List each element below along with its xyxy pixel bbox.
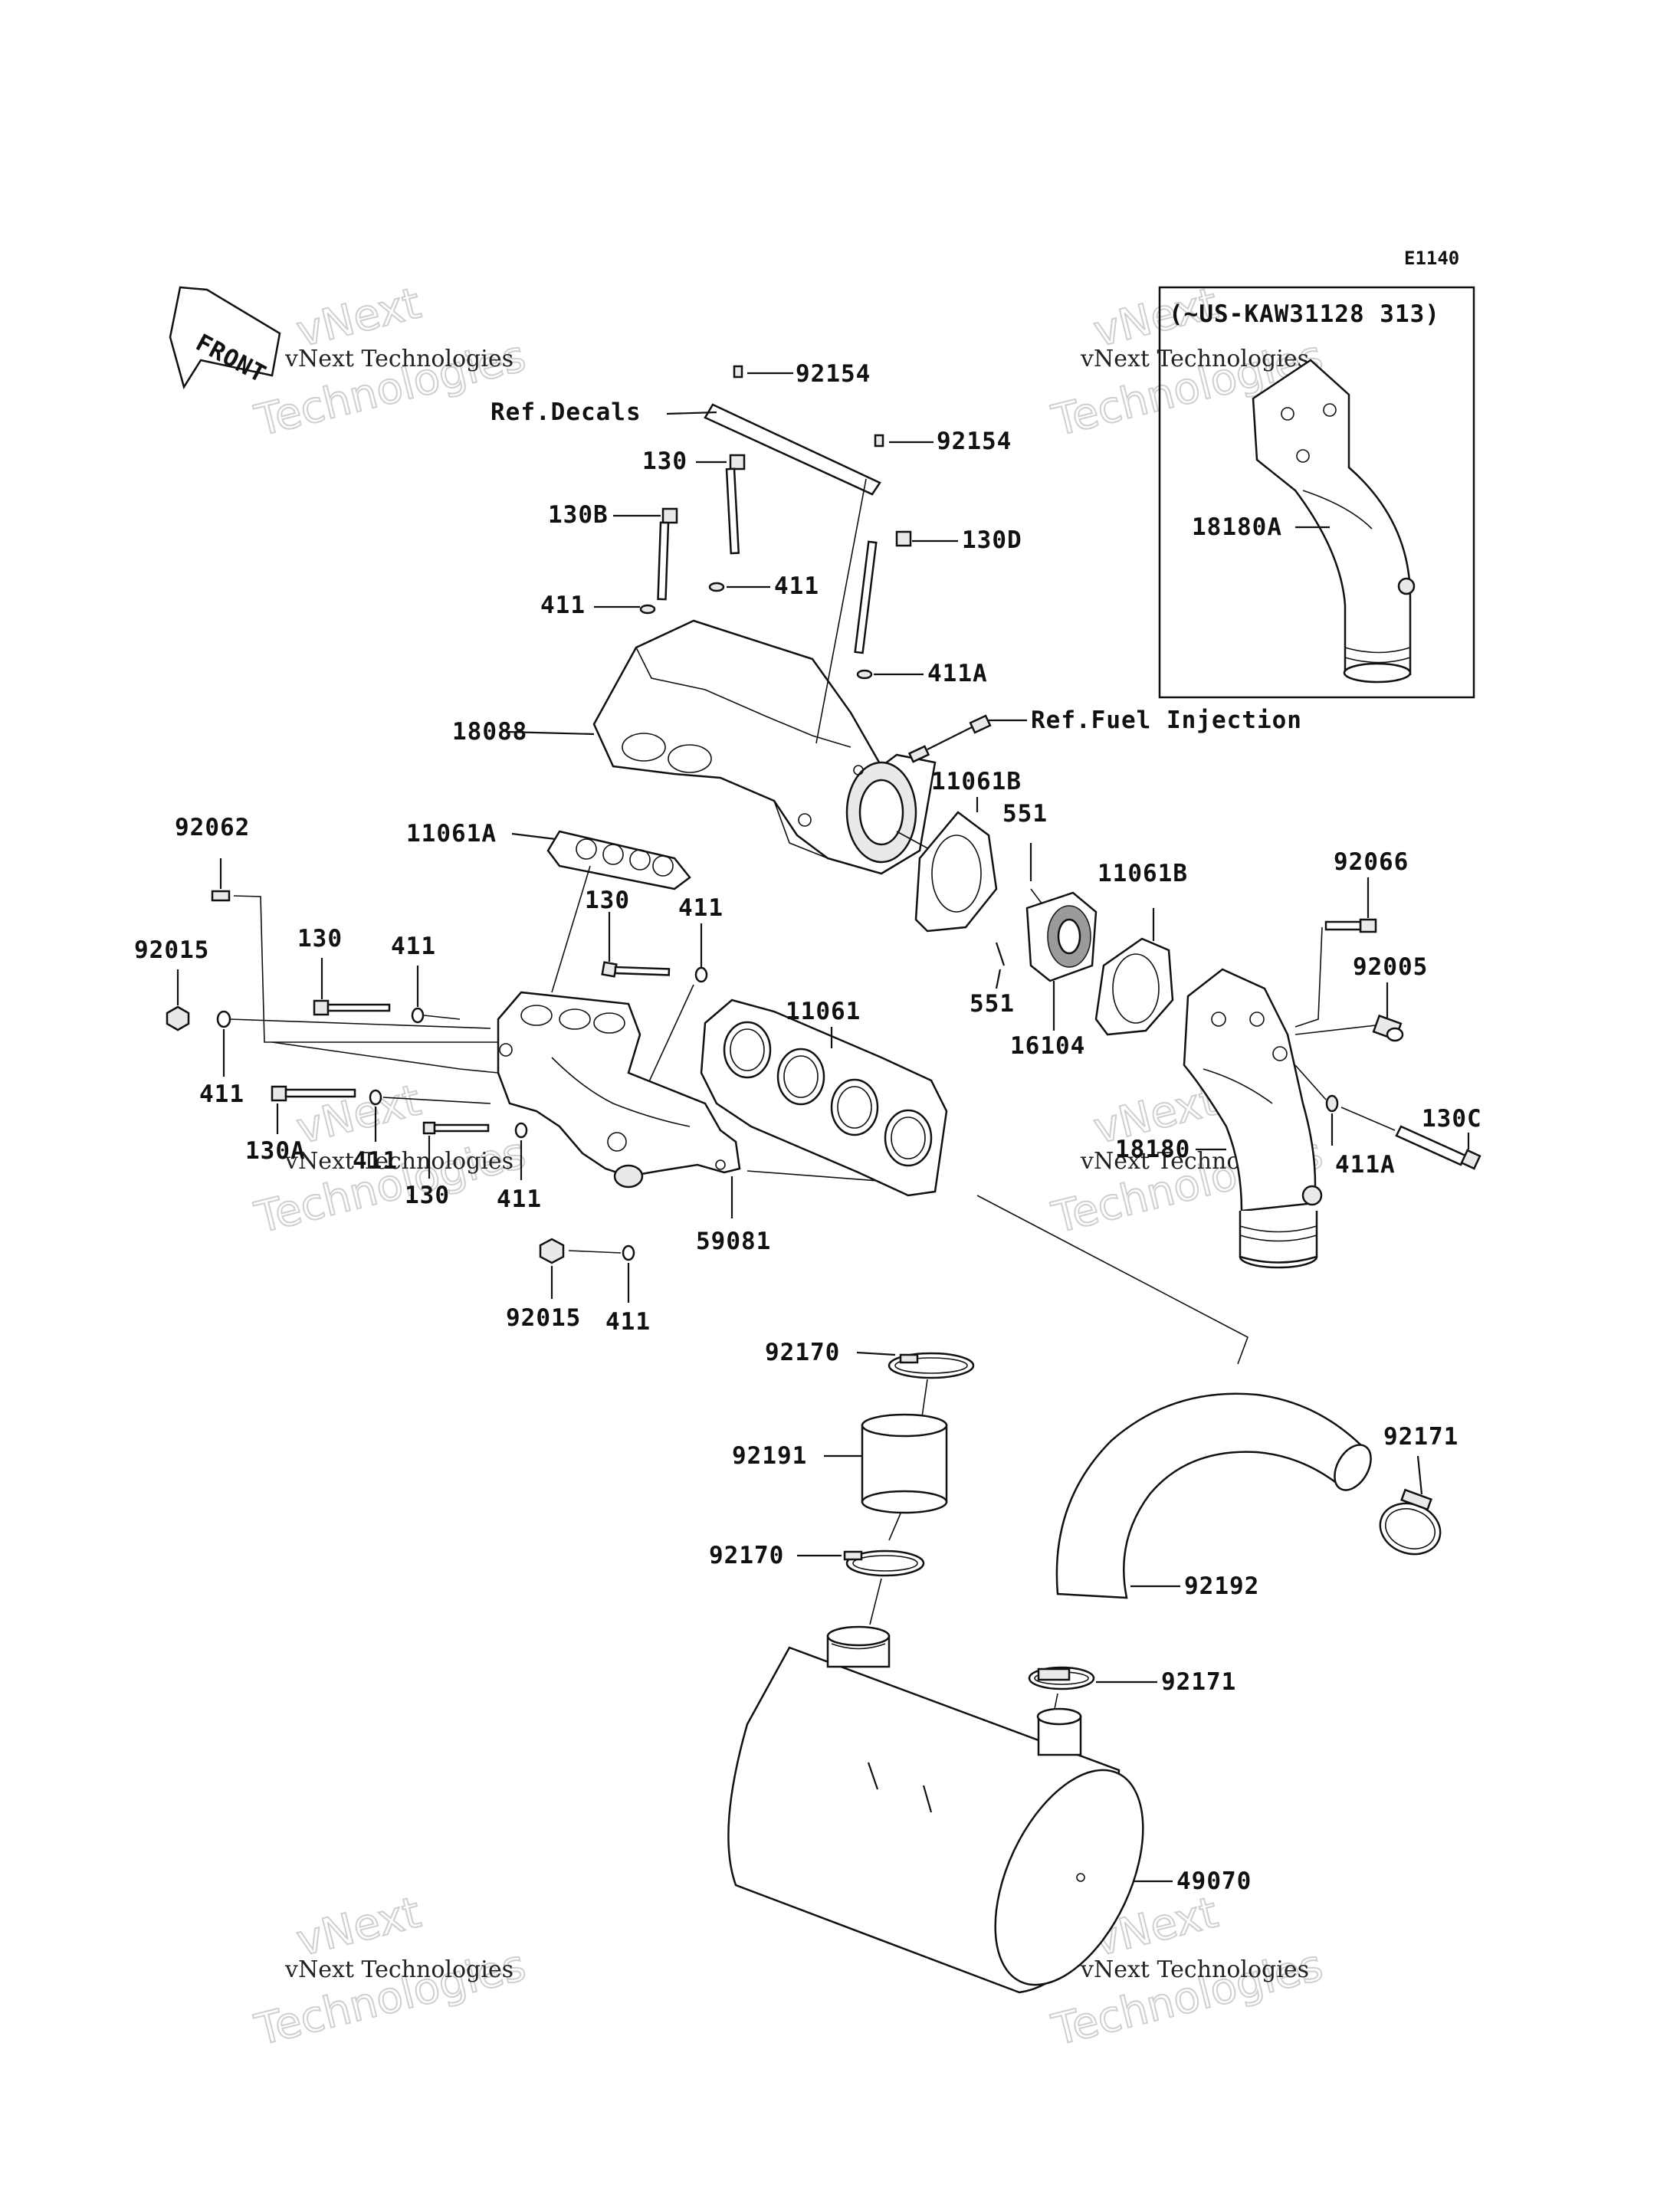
bolt-130 (313, 999, 391, 1016)
gasket-11061B (1094, 937, 1174, 1036)
label-11061: 11061 (786, 998, 861, 1025)
label-551: 551 (970, 990, 1015, 1018)
valve-16104 (1025, 891, 1098, 982)
hose-92192 (1055, 1392, 1372, 1599)
label-411: 411 (774, 572, 819, 600)
label-551: 551 (1002, 800, 1048, 828)
washer-411 (622, 1244, 635, 1261)
label-130B: 130B (548, 501, 609, 529)
label-130A: 130A (245, 1137, 306, 1165)
watermark-vnext: vNext (292, 1075, 425, 1154)
front-arrow-icon: FRONT (169, 286, 281, 390)
label-18088: 18088 (452, 718, 527, 746)
bolt-130 (725, 454, 746, 555)
bolt-130A (271, 1085, 356, 1102)
label-411: 411 (353, 1147, 398, 1175)
label-92005: 92005 (1353, 953, 1428, 981)
bolt-92066 (1324, 918, 1377, 933)
watermark-caption: vNext Technologies (284, 1148, 514, 1175)
label-11061A: 11061A (406, 820, 497, 848)
gasket-11061 (700, 998, 948, 1197)
label-92062: 92062 (175, 814, 250, 841)
label-130: 130 (642, 448, 687, 475)
label-18180A: 18180A (1192, 513, 1282, 541)
label-49070: 49070 (1176, 1867, 1252, 1895)
washer-411 (369, 1089, 382, 1106)
label-11061B: 11061B (931, 768, 1022, 795)
stud-92062 (211, 890, 231, 902)
sleeve-92191 (861, 1413, 948, 1514)
label-92170: 92170 (765, 1339, 840, 1366)
watermark-caption: vNext Technologies (1080, 346, 1309, 372)
label-ref-decals: Ref.Decals (491, 398, 641, 426)
muffler-49070 (727, 1625, 1144, 1994)
label-11061B: 11061B (1098, 860, 1188, 887)
pin-551 (995, 942, 1006, 966)
label-411: 411 (540, 592, 586, 619)
exhaust-manifold-59081 (497, 991, 741, 1189)
nut-92015 (539, 1238, 565, 1264)
label-92154: 92154 (796, 360, 871, 388)
label-130C: 130C (1422, 1105, 1482, 1133)
label-411: 411 (391, 933, 436, 960)
bolt-130 (422, 1121, 490, 1135)
label-18180: 18180 (1115, 1136, 1190, 1163)
washer-411 (694, 966, 708, 983)
label-92015: 92015 (506, 1304, 581, 1332)
label-92154: 92154 (937, 428, 1012, 455)
gasket-11061B (914, 811, 998, 933)
label-92066: 92066 (1334, 848, 1409, 876)
elbow-pipe-18180 (1183, 968, 1323, 1269)
label-92191: 92191 (732, 1442, 807, 1470)
sensor-lead (907, 714, 1027, 763)
label-130: 130 (405, 1182, 450, 1209)
washer-411 (708, 582, 725, 592)
washer-411 (514, 1122, 528, 1139)
clamp-92170 (843, 1549, 925, 1577)
washer-411 (639, 604, 656, 615)
washer-411 (216, 1010, 231, 1028)
watermark-caption: vNext Technologies (1080, 1956, 1309, 1983)
label-59081: 59081 (696, 1228, 771, 1255)
label-92192: 92192 (1184, 1572, 1259, 1600)
washer-411A (1325, 1094, 1339, 1113)
clamp-92171 (1379, 1488, 1442, 1556)
label-411A: 411A (1335, 1151, 1396, 1179)
fitting-92005 (1372, 1014, 1404, 1042)
label-130: 130 (585, 887, 630, 914)
label-16104: 16104 (1010, 1032, 1085, 1060)
label-411: 411 (199, 1080, 244, 1108)
gasket-11061A (546, 830, 691, 890)
bolt-130C (1395, 1125, 1481, 1170)
diagram-code: E1140 (1404, 248, 1459, 269)
label-411: 411 (605, 1308, 651, 1336)
label-130D: 130D (962, 526, 1022, 554)
bolt-130D (854, 530, 912, 654)
label-411A: 411A (927, 660, 988, 687)
washer-411A (856, 669, 873, 680)
clamp-92171 (1028, 1666, 1095, 1690)
variant-note: (~US-KAW31128 313) (1169, 300, 1440, 328)
bolt-130 (601, 961, 671, 978)
label-130: 130 (297, 925, 343, 953)
bolt-130B (657, 507, 678, 601)
label-92170: 92170 (709, 1542, 784, 1569)
nut-92015 (166, 1005, 190, 1031)
watermark-vnext: vNext (292, 1887, 425, 1966)
manifold-cover-18088 (592, 619, 937, 875)
watermark-caption: vNext Technologies (284, 346, 514, 372)
label-92171: 92171 (1161, 1668, 1236, 1696)
label-ref-fuel-injection: Ref.Fuel Injection (1031, 707, 1302, 734)
label-411: 411 (497, 1185, 542, 1213)
label-411: 411 (678, 894, 724, 922)
label-92171: 92171 (1383, 1423, 1459, 1451)
watermark-caption: vNext Technologies (284, 1956, 514, 1983)
screw-92154 (733, 365, 934, 448)
clamp-92170 (888, 1352, 975, 1379)
variant-inset: (~US-KAW31128 313) 18180A (1158, 286, 1475, 699)
washer-411 (411, 1007, 425, 1024)
label-92015: 92015 (134, 936, 209, 964)
